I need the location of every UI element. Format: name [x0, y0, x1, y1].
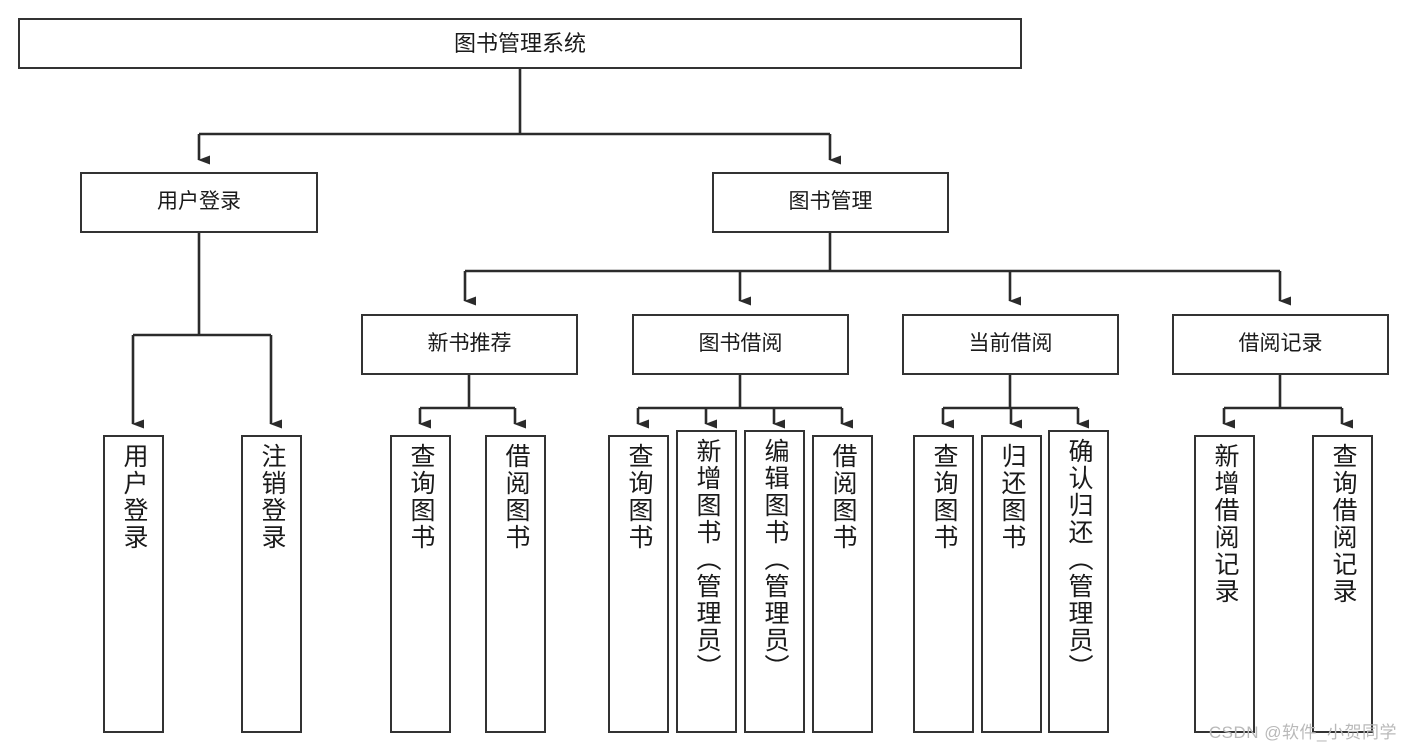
watermark: CSDN @软件_小贺同学 [1208, 723, 1397, 742]
node-leaf-borrow-add-book-admin[interactable]: 新增图书（管理员） [676, 430, 737, 733]
node-leaf-current-return-book[interactable]: 归还图书 [981, 435, 1042, 733]
node-leaf-borrow-query-book[interactable]: 查询图书 [608, 435, 669, 733]
node-leaf-borrow-borrow-book[interactable]: 借阅图书 [812, 435, 873, 733]
node-label: 图书借阅 [698, 332, 783, 356]
node-new-book-recommend[interactable]: 新书推荐 [361, 314, 578, 375]
node-leaf-current-query-book[interactable]: 查询图书 [913, 435, 974, 733]
node-leaf-record-query[interactable]: 查询借阅记录 [1312, 435, 1373, 733]
node-leaf-record-add[interactable]: 新增借阅记录 [1194, 435, 1255, 733]
node-borrow-record[interactable]: 借阅记录 [1172, 314, 1389, 375]
node-label: 查询图书 [407, 443, 435, 551]
node-leaf-current-confirm-return-admin[interactable]: 确认归还（管理员） [1048, 430, 1109, 733]
node-book-manage[interactable]: 图书管理 [712, 172, 949, 233]
node-leaf-recommend-query-book[interactable]: 查询图书 [390, 435, 451, 733]
node-leaf-borrow-edit-book-admin[interactable]: 编辑图书（管理员） [744, 430, 805, 733]
node-label: 借阅图书 [502, 443, 530, 551]
node-label: 新书推荐 [427, 332, 512, 356]
node-label: 用户登录 [120, 443, 148, 551]
node-label: 用户登录 [157, 190, 241, 214]
node-label: 编辑图书（管理员） [761, 438, 789, 681]
node-label: 查询图书 [625, 443, 653, 551]
node-label: 新增借阅记录 [1211, 443, 1239, 605]
node-label: 借阅图书 [829, 443, 857, 551]
node-current-borrow[interactable]: 当前借阅 [902, 314, 1119, 375]
node-user-login[interactable]: 用户登录 [80, 172, 318, 233]
node-label: 查询图书 [930, 443, 958, 551]
node-label: 当前借阅 [968, 332, 1053, 356]
node-label: 注销登录 [258, 443, 286, 551]
node-leaf-recommend-borrow-book[interactable]: 借阅图书 [485, 435, 546, 733]
node-label: 确认归还（管理员） [1065, 438, 1093, 681]
node-label: 图书管理 [788, 190, 873, 214]
node-label: 新增图书（管理员） [693, 438, 721, 681]
node-label: 归还图书 [998, 443, 1026, 551]
node-label: 借阅记录 [1238, 332, 1323, 356]
node-label: 查询借阅记录 [1329, 443, 1357, 605]
node-label: 图书管理系统 [453, 30, 586, 56]
node-book-borrow[interactable]: 图书借阅 [632, 314, 849, 375]
node-root[interactable]: 图书管理系统 [18, 18, 1022, 69]
node-leaf-user-logout[interactable]: 注销登录 [241, 435, 302, 733]
node-leaf-user-login[interactable]: 用户登录 [103, 435, 164, 733]
